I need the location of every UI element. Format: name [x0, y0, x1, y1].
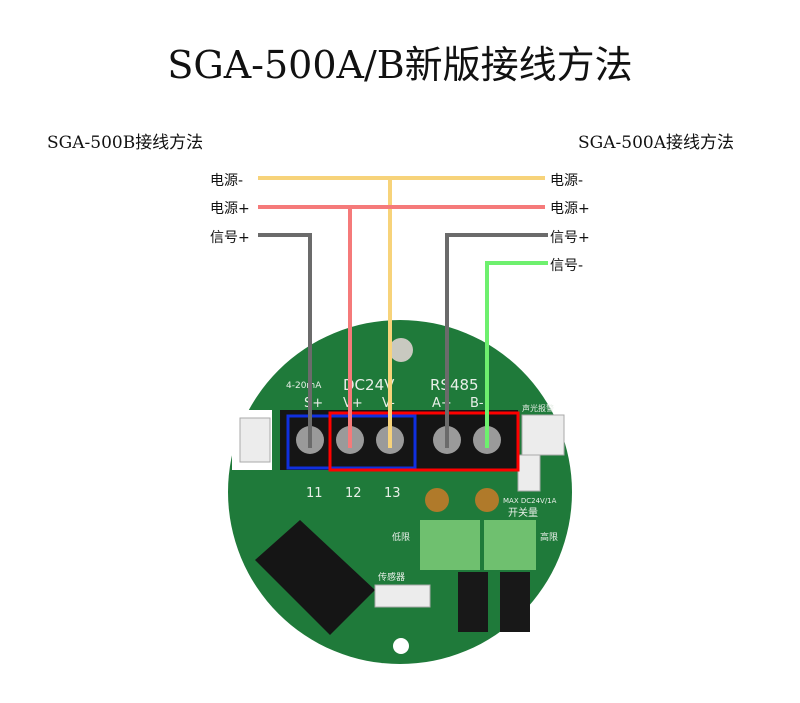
wire-a-signal-minus — [485, 261, 548, 448]
board-label: 低限 — [392, 531, 410, 543]
terminal-number: 13 — [384, 486, 401, 501]
board-label: RS485 — [430, 376, 479, 394]
left-connector — [239, 417, 271, 463]
terminal-label: V+ — [343, 396, 363, 411]
relay-1 — [458, 572, 488, 632]
green-connector-2 — [484, 520, 536, 570]
right-label-power-positive: 电源+ — [550, 201, 590, 217]
sga-500b-heading: SGA-500B接线方法 — [47, 133, 204, 153]
terminal-label: S+ — [304, 396, 323, 411]
mounting-hole — [389, 338, 413, 362]
left-label-power-negative: 电源- — [210, 173, 244, 189]
sga-500a-heading: SGA-500A接线方法 — [578, 133, 734, 153]
terminal-number: 12 — [345, 486, 362, 501]
relay-2 — [500, 572, 530, 632]
sensor-connector — [374, 584, 431, 608]
terminal-number: 11 — [306, 486, 323, 501]
page-title: SGA-500A/B新版接线方法 — [167, 43, 633, 87]
board-label: DC24V — [343, 376, 395, 394]
left-label-signal-plus: 信号+ — [210, 230, 250, 246]
pcb-board: 4-20mA DC24V RS485 S+ V+ V- A+ B- 11 12 … — [228, 320, 572, 664]
alarm-connector — [521, 414, 565, 456]
terminal-label: B- — [470, 396, 484, 411]
wire-b-signal-plus — [258, 233, 312, 448]
left-label-power-positive: 电源+ — [210, 201, 250, 217]
wire-a-signal-plus — [445, 233, 548, 448]
board-label: MAX DC24V/1A — [503, 497, 557, 505]
board-label: 声光报警 — [522, 403, 554, 413]
right-label-power-negative: 电源- — [550, 173, 584, 189]
board-label: 4-20mA — [286, 381, 322, 391]
a-wiring-box — [328, 411, 520, 472]
sensor-module — [255, 520, 375, 635]
board-label: 传感器 — [378, 571, 405, 583]
right-label-signal-minus: 信号- — [550, 258, 584, 274]
wires — [258, 176, 548, 448]
green-connector-1 — [420, 520, 480, 570]
board-label: 高限 — [540, 531, 558, 543]
right-label-signal-plus: 信号+ — [550, 230, 590, 246]
board-label: 开关量 — [508, 506, 538, 519]
